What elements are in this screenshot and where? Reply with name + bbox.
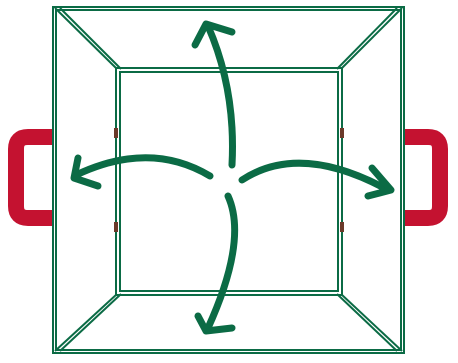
corner-line-top-right-2 xyxy=(337,8,397,69)
slot-mark-left-bottom xyxy=(114,222,118,232)
curved-arrow-up-icon xyxy=(195,24,233,165)
expansion-arrows xyxy=(74,24,391,331)
slot-mark-right-bottom xyxy=(340,222,344,232)
slot-mark-left-top xyxy=(114,128,118,138)
corner-line-top-right xyxy=(341,8,402,69)
curved-arrow-down-icon xyxy=(198,196,235,331)
curved-arrow-right-icon xyxy=(242,163,391,196)
corner-line-top-left-2 xyxy=(60,8,121,69)
curved-arrow-left-icon xyxy=(74,158,210,186)
corner-line-bottom-right-2 xyxy=(337,294,397,351)
corner-line-bottom-left xyxy=(55,294,117,351)
corner-line-bottom-left-2 xyxy=(60,294,121,351)
corner-line-top-left xyxy=(55,8,117,69)
handle-left-icon xyxy=(16,137,52,218)
box-outline xyxy=(53,7,404,353)
slot-mark-right-top xyxy=(340,128,344,138)
handle-right-icon xyxy=(404,137,440,218)
corner-line-bottom-right xyxy=(341,294,402,351)
